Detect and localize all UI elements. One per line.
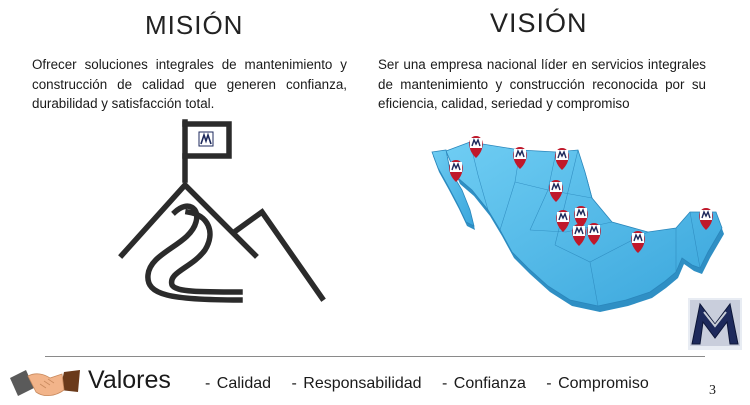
location-pin-icon: [548, 179, 564, 203]
location-pin-icon: [554, 147, 570, 171]
location-pin-icon: [468, 135, 484, 159]
location-pin-icon: [555, 209, 571, 233]
location-pin-icon: [512, 146, 528, 170]
valor-item: - Responsabilidad: [291, 375, 422, 392]
mision-title: MISIÓN: [145, 10, 244, 40]
valor-item: - Confianza: [442, 375, 526, 392]
valores-label: Valores: [88, 366, 171, 394]
mision-text: Ofrecer soluciones integrales de manteni…: [32, 57, 347, 111]
location-pin-icon: [448, 159, 464, 183]
page-number: 3: [709, 383, 716, 398]
location-pin-icon: [698, 207, 714, 231]
vision-text: Ser una empresa nacional líder en servic…: [378, 57, 706, 111]
location-pin-icon: [586, 222, 602, 246]
valor-item: - Calidad: [205, 375, 272, 392]
divider: [45, 356, 705, 357]
location-pin-icon: [630, 230, 646, 254]
location-pin-icon: [573, 205, 589, 229]
valor-item: - Compromiso: [546, 375, 649, 392]
valores-list: - Calidad - Responsabilidad - Confianza …: [205, 375, 663, 393]
location-pin-icon: [571, 223, 587, 247]
vision-title: VISIÓN: [490, 8, 588, 38]
